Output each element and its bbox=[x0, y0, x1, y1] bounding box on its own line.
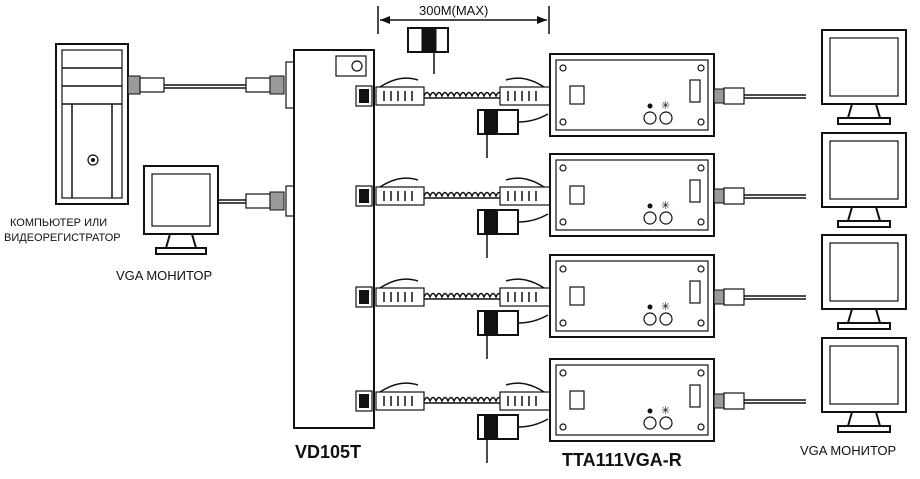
receiver-port-icon bbox=[569, 390, 585, 410]
receiver-label: TTA111VGA-R bbox=[562, 450, 682, 470]
coiled-cable bbox=[423, 396, 503, 403]
led-symbol-icon: ✳ bbox=[661, 200, 670, 212]
receiver-channel-1: ✳ bbox=[355, 29, 907, 158]
rj45-plug-icon bbox=[375, 287, 425, 307]
receiver-port-icon bbox=[569, 85, 585, 105]
receiver-port-icon bbox=[569, 286, 585, 306]
vga-plug-icon bbox=[713, 188, 725, 204]
power-adapter-top bbox=[407, 27, 449, 74]
vga-plug-icon bbox=[713, 393, 725, 409]
computer-label-line1: КОМПЬЮТЕР ИЛИ bbox=[10, 217, 107, 229]
led-indicator-icon bbox=[647, 103, 653, 109]
receiver-channel-3: ✳ bbox=[355, 234, 907, 359]
rj45-plug-icon bbox=[375, 186, 425, 206]
vga-port-icon bbox=[689, 79, 701, 103]
coiled-cable bbox=[423, 292, 503, 299]
distance-label: 300M(MAX) bbox=[419, 3, 488, 18]
knob-icon bbox=[643, 211, 657, 225]
receiver-channels: ✳ ✳ ✳ ✳ bbox=[355, 29, 907, 463]
knob-icon bbox=[659, 416, 673, 430]
vga-plug-icon bbox=[713, 88, 725, 104]
knob-icon bbox=[643, 312, 657, 326]
transmitter-label: VD105T bbox=[295, 442, 361, 462]
vga-port-icon bbox=[689, 384, 701, 408]
led-indicator-icon bbox=[647, 304, 653, 310]
computer-label-line2: ВИДЕОРЕГИСТРАТОР bbox=[4, 232, 121, 244]
knob-icon bbox=[643, 111, 657, 125]
led-indicator-icon bbox=[647, 408, 653, 414]
vga-port-icon bbox=[689, 179, 701, 203]
coiled-cable bbox=[423, 91, 503, 98]
vga-monitor-left bbox=[143, 165, 285, 255]
knob-icon bbox=[643, 416, 657, 430]
led-indicator-icon bbox=[647, 203, 653, 209]
coiled-cable bbox=[423, 191, 503, 198]
led-symbol-icon: ✳ bbox=[661, 301, 670, 313]
vga-port-icon bbox=[689, 280, 701, 304]
led-symbol-icon: ✳ bbox=[661, 100, 670, 112]
transmitter-box bbox=[285, 49, 375, 429]
knob-icon bbox=[659, 312, 673, 326]
computer-tower bbox=[55, 43, 285, 205]
vga-monitor-left-label: VGA МОНИТОР bbox=[116, 268, 212, 283]
led-symbol-icon: ✳ bbox=[661, 405, 670, 417]
receiver-channel-2: ✳ bbox=[355, 132, 907, 258]
receiver-channel-4: ✳ bbox=[355, 337, 907, 463]
receiver-port-icon bbox=[569, 185, 585, 205]
knob-icon bbox=[659, 211, 673, 225]
rj45-plug-icon bbox=[375, 86, 425, 106]
vga-monitor-right-label: VGA МОНИТОР bbox=[800, 443, 896, 458]
knob-icon bbox=[659, 111, 673, 125]
distance-dimension bbox=[377, 6, 550, 34]
rj45-plug-icon bbox=[375, 391, 425, 411]
vga-plug-icon bbox=[713, 289, 725, 305]
